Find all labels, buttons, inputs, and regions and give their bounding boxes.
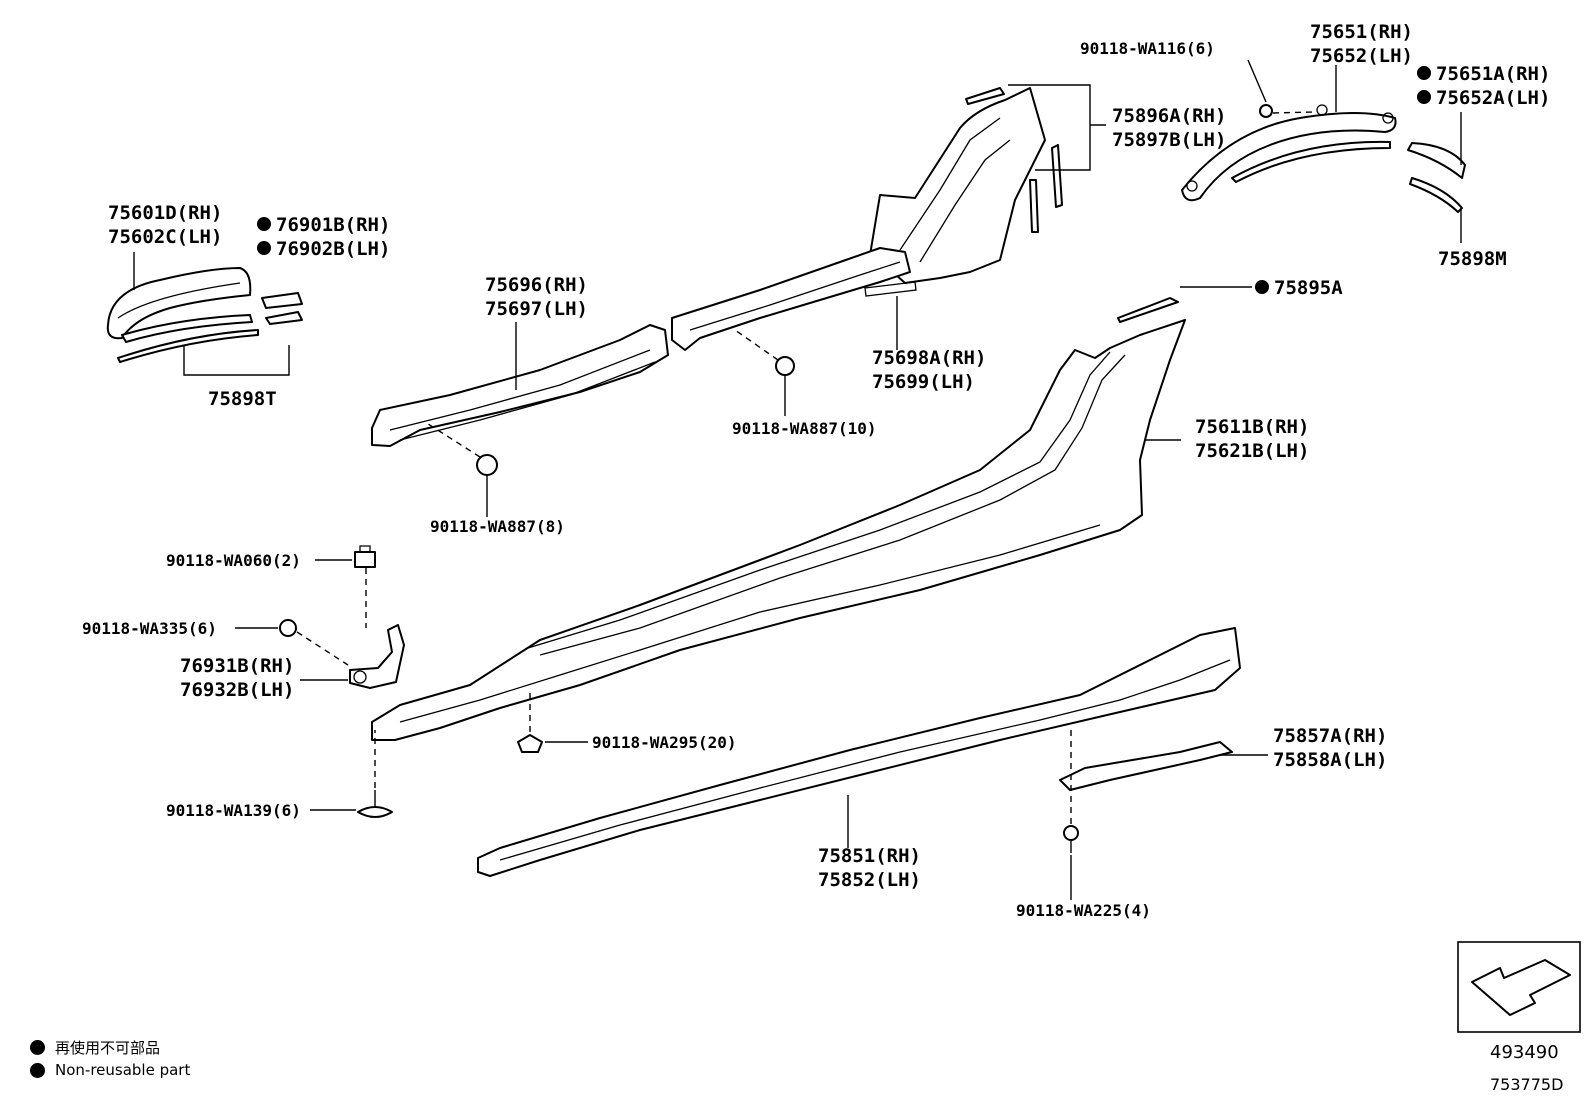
label-wa295[interactable]: 90118-WA295(20): [592, 733, 737, 752]
label-75602c[interactable]: 75602C(LH): [108, 226, 222, 248]
label-75699[interactable]: 75699(LH): [872, 371, 975, 393]
label-wa139[interactable]: 90118-WA139(6): [166, 801, 301, 820]
dash-wa887-10: [734, 329, 779, 361]
label-75621b[interactable]: 75621B(LH): [1195, 440, 1309, 462]
label-76901b[interactable]: 76901B(RH): [276, 214, 390, 236]
label-75601d[interactable]: 75601D(RH): [108, 202, 222, 224]
label-75852[interactable]: 75852(LH): [818, 869, 921, 891]
legend-japanese-row: 再使用不可部品: [30, 1037, 160, 1058]
nonreusable-dot-75895a: [1255, 280, 1269, 294]
label-wa060[interactable]: 90118-WA060(2): [166, 551, 301, 570]
label-75651a[interactable]: 75651A(RH): [1436, 63, 1550, 85]
screw-wa225-part[interactable]: [1063, 825, 1079, 853]
nut-wa335-part[interactable]: [279, 619, 297, 637]
nonreusable-dot-76902b: [257, 241, 271, 255]
label-75851[interactable]: 75851(RH): [818, 845, 921, 867]
dash-wa335: [296, 631, 349, 666]
leader-75896a: [1008, 84, 1106, 171]
rocker-under-cover-part[interactable]: [1059, 741, 1233, 791]
clip-wa060-part[interactable]: [354, 545, 376, 568]
legend-english-row: Non-reusable part: [30, 1061, 190, 1079]
label-75698a[interactable]: 75698A(RH): [872, 347, 986, 369]
rear-arch-moulding-part[interactable]: [1181, 104, 1466, 213]
label-wa116[interactable]: 90118-WA116(6): [1080, 39, 1215, 58]
leader-75898t: [183, 345, 290, 376]
label-75858a[interactable]: 75858A(LH): [1273, 749, 1387, 771]
rocker-strip-part[interactable]: [1117, 297, 1179, 323]
rocker-bracket-front-part[interactable]: [371, 324, 669, 447]
label-75898m[interactable]: 75898M: [1438, 248, 1507, 270]
screw-wa139-part[interactable]: [357, 790, 393, 818]
label-75896a[interactable]: 75896A(RH): [1112, 105, 1226, 127]
illustration-code: 753775D: [1490, 1075, 1564, 1094]
label-wa887-10[interactable]: 90118-WA887(10): [732, 419, 877, 438]
clip-wa295-part[interactable]: [517, 734, 543, 753]
label-75697[interactable]: 75697(LH): [485, 298, 588, 320]
label-75652[interactable]: 75652(LH): [1310, 45, 1413, 67]
view-arrow-icon: [1471, 959, 1571, 1016]
label-76902b[interactable]: 76902B(LH): [276, 238, 390, 260]
label-75696[interactable]: 75696(RH): [485, 274, 588, 296]
label-75895a[interactable]: 75895A: [1274, 277, 1343, 299]
label-75857a[interactable]: 75857A(RH): [1273, 725, 1387, 747]
rear-upper-bracket-part[interactable]: [869, 87, 1063, 284]
label-75897b[interactable]: 75897B(LH): [1112, 129, 1226, 151]
legend-english-text: Non-reusable part: [55, 1061, 191, 1079]
view-direction-box: [1457, 941, 1581, 1033]
clip-wa887-8-part[interactable]: [476, 454, 498, 476]
label-wa887-8[interactable]: 90118-WA887(8): [430, 517, 565, 536]
rocker-moulding-part[interactable]: [477, 627, 1241, 877]
label-wa335[interactable]: 90118-WA335(6): [82, 619, 217, 638]
view-box-code: 493490: [1490, 1042, 1559, 1063]
label-75898t[interactable]: 75898T: [208, 388, 277, 410]
rocker-side-bracket-part[interactable]: [349, 624, 405, 689]
nonreusable-dot-icon: [30, 1040, 45, 1055]
nonreusable-dot-icon: [30, 1062, 45, 1078]
label-76932b[interactable]: 76932B(LH): [180, 679, 294, 701]
nonreusable-dot-75652a: [1417, 90, 1431, 104]
label-75652a[interactable]: 75652A(LH): [1436, 87, 1550, 109]
clip-wa887-10-part[interactable]: [775, 356, 795, 376]
nonreusable-dot-75651a: [1417, 66, 1431, 80]
label-76931b[interactable]: 76931B(RH): [180, 655, 294, 677]
label-75611b[interactable]: 75611B(RH): [1195, 416, 1309, 438]
rocker-panel-part[interactable]: [371, 319, 1186, 741]
nonreusable-dot-76901b: [257, 217, 271, 231]
dash-wa116: [1272, 111, 1316, 114]
front-arch-moulding-part[interactable]: [106, 267, 303, 363]
label-75651[interactable]: 75651(RH): [1310, 21, 1413, 43]
leader-90118-wa116: [1247, 59, 1267, 103]
label-wa225[interactable]: 90118-WA225(4): [1016, 901, 1151, 920]
rocker-bracket-mid-part[interactable]: [671, 247, 917, 351]
legend-japanese-text: 再使用不可部品: [55, 1039, 161, 1057]
